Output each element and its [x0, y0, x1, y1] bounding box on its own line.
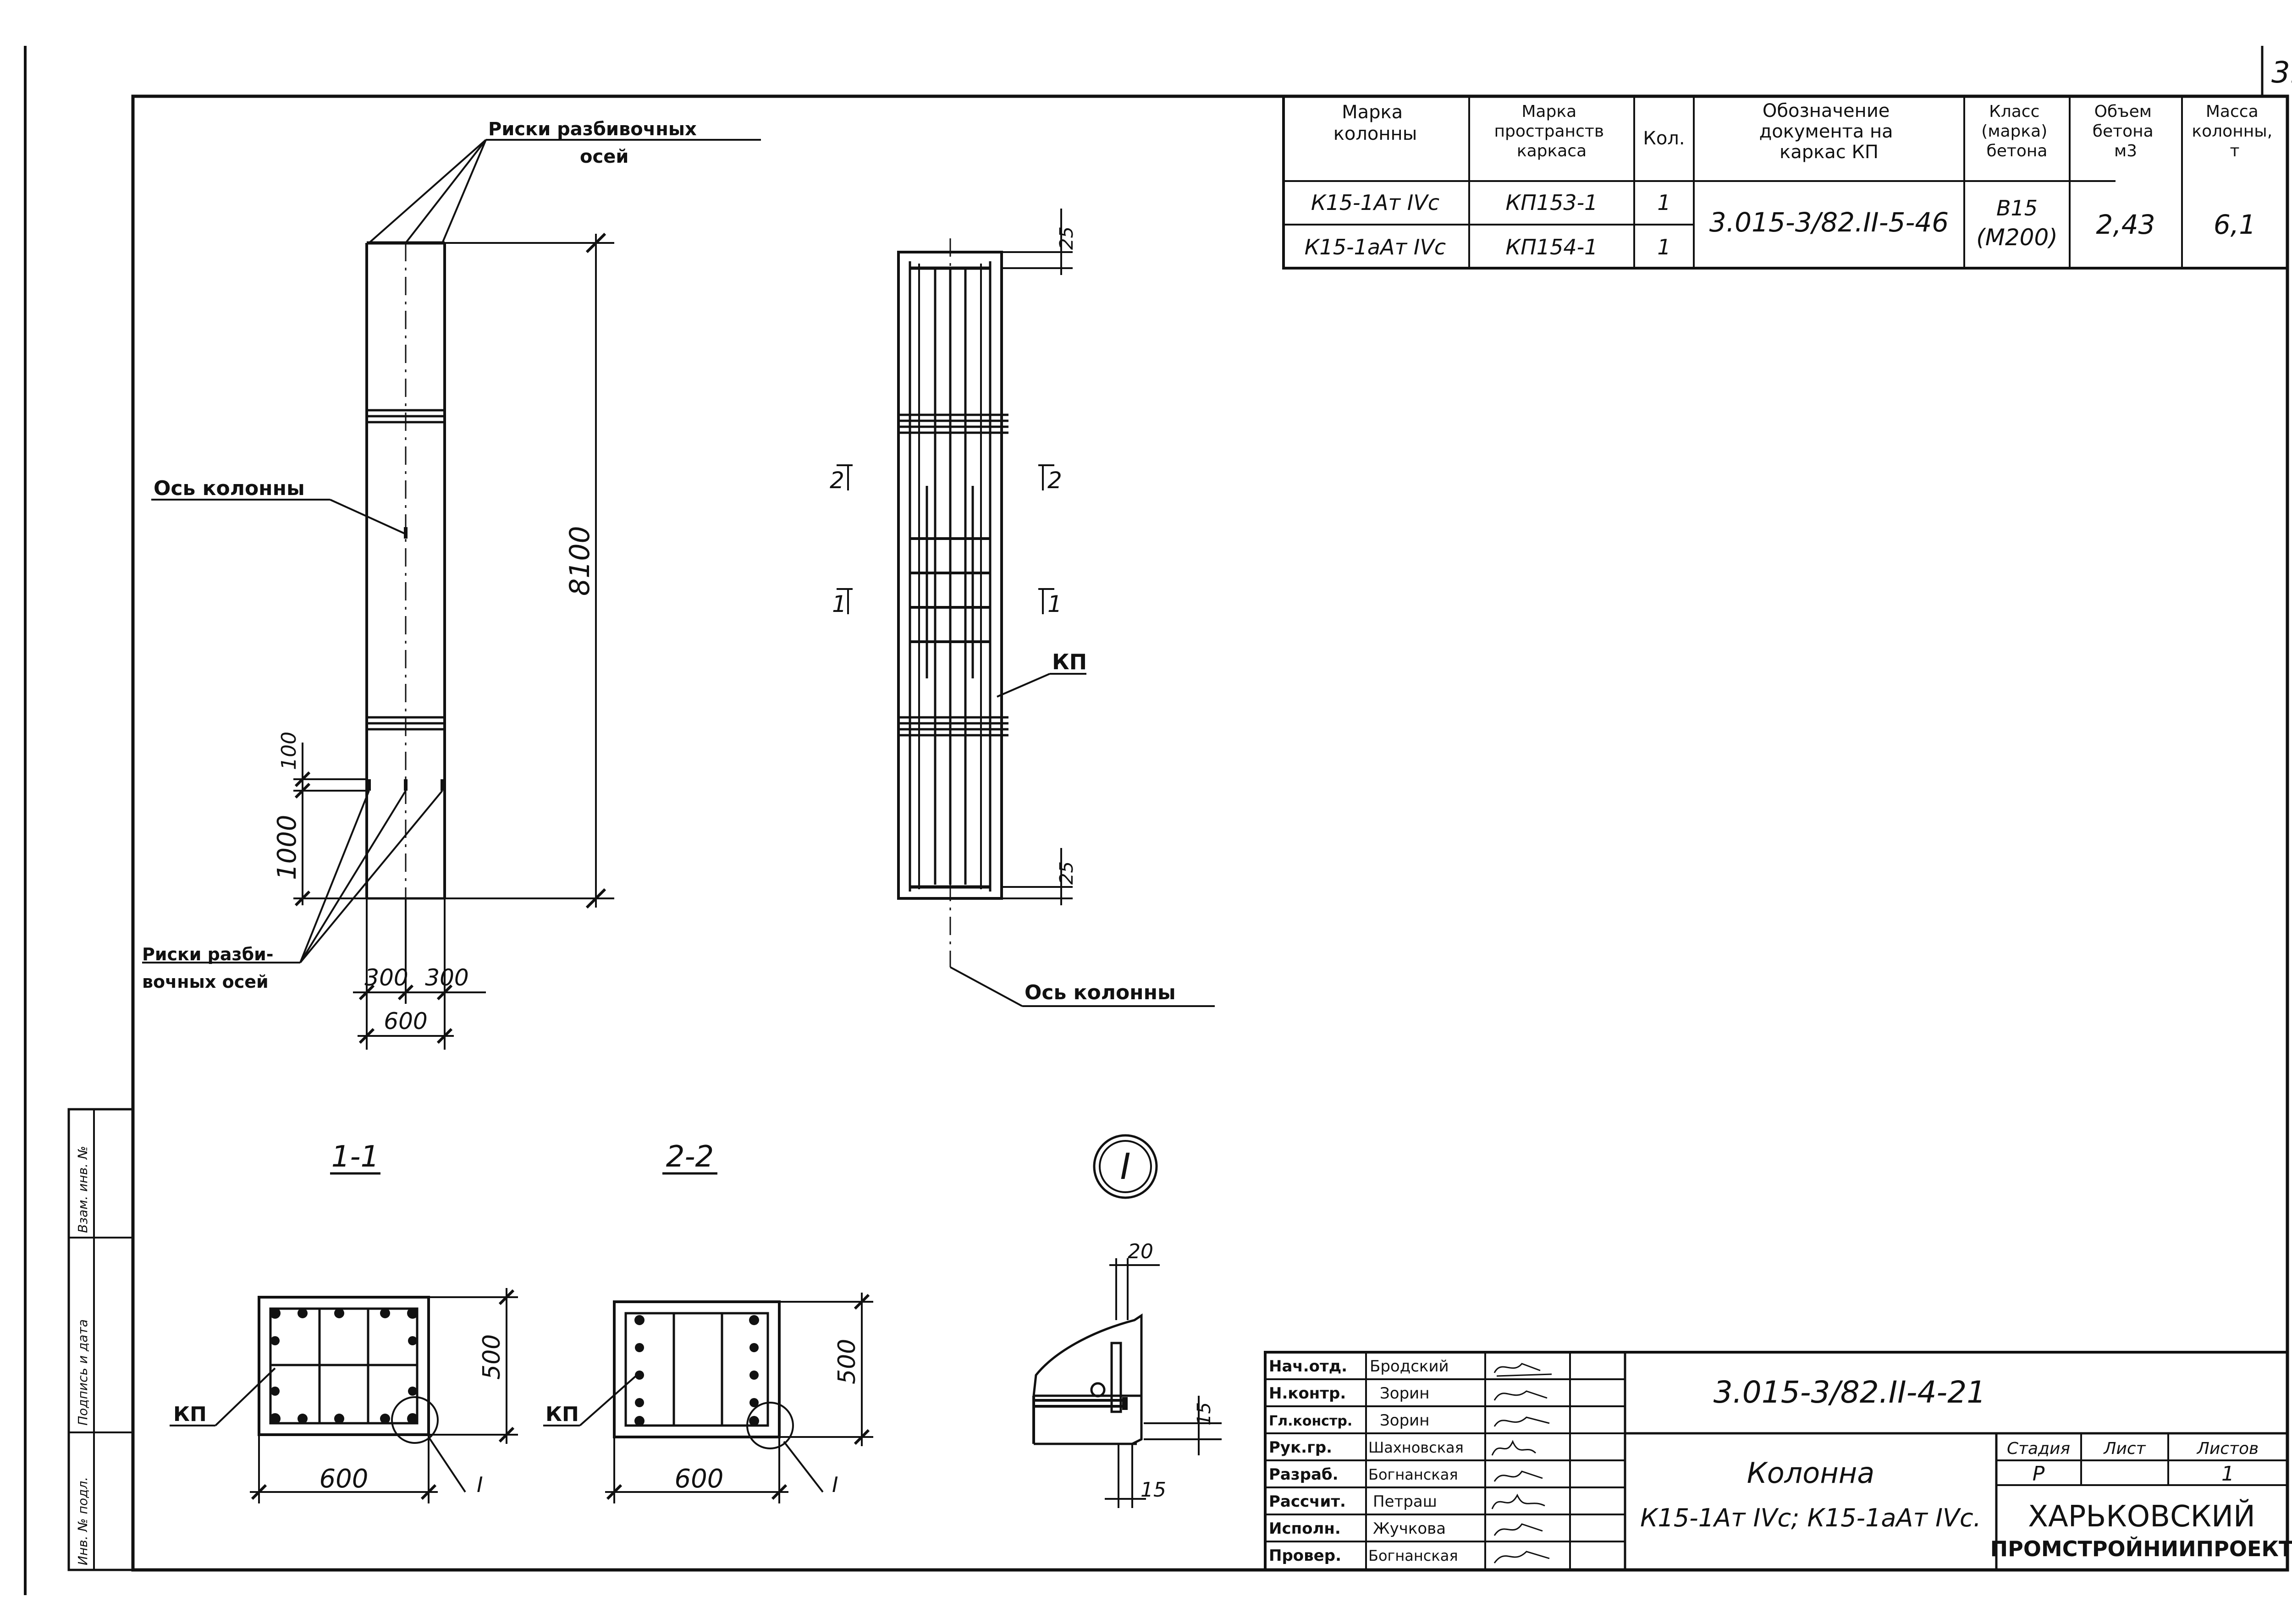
cell-concrete-class: В15 — [1996, 196, 2038, 220]
dim-total-height: 8100 — [564, 526, 596, 596]
cut2-left: 2 — [830, 467, 844, 494]
hdr-concrete-class: Класс (марка) бетона — [1981, 102, 2052, 160]
name-calculated: Петраш — [1373, 1492, 1437, 1511]
elevation-axis-label: Ось колонны — [154, 477, 305, 500]
section-2-2: 2-2 500 600 КП I — [543, 1140, 873, 1503]
doc-code: 3.015-3/82.II-4-21 — [1713, 1375, 1986, 1410]
cell-volume: 2,43 — [2096, 209, 2155, 240]
sheets-label: Листов — [2196, 1439, 2259, 1458]
hdr-concrete-volume: Объем бетона м3 — [2093, 102, 2159, 160]
detail-dim-top: 20 — [1128, 1240, 1153, 1263]
name-group-lead: Шахновская — [1368, 1439, 1464, 1456]
frame-view: 2 2 1 1 25 25 КП Ось колонны — [830, 209, 1215, 1007]
section-1-width: 600 — [320, 1464, 369, 1494]
role-norm-control: Н.контр. — [1269, 1384, 1346, 1403]
role-group-lead: Рук.гр. — [1269, 1438, 1332, 1457]
org-name-2: ПРОМСТРОЙНИИПРОЕКТ — [1990, 1536, 2292, 1561]
stage-value: Р — [2033, 1462, 2045, 1486]
row2-frame: КП154-1 — [1506, 235, 1598, 259]
section-1-kp: КП — [173, 1403, 207, 1426]
hdr-column-mass: Масса колонны, т — [2192, 102, 2277, 160]
name-norm-control: Зорин — [1380, 1384, 1430, 1403]
frame-kp-label: КП — [1052, 650, 1087, 674]
frame-axis-label: Ось колонны — [1025, 981, 1176, 1004]
page-number: 31 — [2271, 56, 2292, 90]
role-developed: Разраб. — [1269, 1465, 1339, 1484]
org-name-1: ХАРЬКОВСКИЙ — [2028, 1499, 2255, 1534]
section-1-title: 1-1 — [331, 1140, 380, 1174]
section-2-detail-ref: I — [832, 1472, 838, 1497]
detail-dim-bottom: 15 — [1140, 1478, 1166, 1502]
stamp-signature-date: Подпись и дата — [75, 1319, 90, 1426]
section-2-width: 600 — [675, 1464, 724, 1494]
row1-qty: 1 — [1657, 190, 1670, 215]
name-head: Бродский — [1370, 1357, 1449, 1376]
section-1-1: 1-1 500 600 КП I — [170, 1140, 518, 1503]
stamp-orig-inv: Инв. № подл. — [75, 1477, 90, 1565]
section-1-detail-ref: I — [477, 1472, 483, 1497]
cell-document: 3.015-3/82.II-5-46 — [1709, 207, 1949, 238]
sheet-border: 31 — [24, 46, 2292, 1595]
top-marks-label-2: осей — [580, 146, 628, 167]
role-checked: Провер. — [1269, 1547, 1341, 1565]
dim-top-25: 25 — [1056, 226, 1077, 250]
dim-100: 100 — [277, 732, 301, 770]
spec-table: Марка колонны Марка пространств каркаса … — [1282, 95, 2289, 270]
detail-dim-side: 15 — [1194, 1402, 1215, 1426]
row1-mark: К15-1Ат IVс — [1311, 190, 1439, 215]
stamp-replace-inv: Взам. инв. № — [75, 1146, 90, 1233]
side-stamp: Взам. инв. № Подпись и дата Инв. № подл. — [67, 1108, 134, 1571]
dim-1000: 1000 — [272, 815, 302, 880]
sheet-label: Лист — [2103, 1439, 2146, 1458]
cell-concrete-grade: (М200) — [1976, 224, 2058, 251]
hdr-column-mark: Марка колонны — [1333, 102, 1417, 144]
row2-qty: 1 — [1657, 235, 1670, 259]
name-developed: Богнанская — [1368, 1466, 1458, 1483]
dim-bottom-25: 25 — [1056, 861, 1077, 885]
name-checked: Богнанская — [1368, 1547, 1458, 1564]
detail-marker: I — [1120, 1146, 1130, 1188]
hdr-document: Обозначение документа на каркас КП — [1759, 100, 1899, 163]
section-2-title: 2-2 — [666, 1140, 714, 1174]
role-calculated: Рассчит. — [1269, 1492, 1346, 1511]
row1-frame: КП153-1 — [1506, 190, 1598, 215]
section-1-height: 500 — [478, 1334, 506, 1380]
hdr-frame-mark: Марка пространств каркаса — [1494, 102, 1609, 160]
dim-width: 600 — [384, 1008, 427, 1035]
section-2-kp: КП — [545, 1403, 579, 1426]
cut2-right: 2 — [1047, 467, 1062, 494]
title-block: Нач.отд. Н.контр. Гл.констр. Рук.гр. Раз… — [1264, 1351, 2292, 1571]
name-chief-engineer: Зорин — [1380, 1411, 1430, 1430]
role-head: Нач.отд. — [1269, 1357, 1347, 1376]
bottom-marks-label: Риски разби- — [142, 944, 274, 964]
hdr-qty: Кол. — [1643, 128, 1685, 149]
cell-mass: 6,1 — [2214, 209, 2256, 240]
cut1-left: 1 — [832, 591, 847, 617]
bottom-marks-label-2: вочных осей — [142, 972, 269, 992]
stage-label: Стадия — [2007, 1439, 2070, 1458]
dim-half-left: 300 — [364, 964, 408, 991]
role-performed: Исполн. — [1269, 1519, 1341, 1538]
cut1-right: 1 — [1047, 591, 1062, 617]
drawing-subtitle: К15-1Ат IVс; К15-1аАт IVс. — [1640, 1503, 1981, 1532]
section-2-height: 500 — [833, 1339, 861, 1384]
sheets-total: 1 — [2221, 1462, 2234, 1486]
dim-half-right: 300 — [425, 964, 468, 991]
top-marks-label: Риски разбивочных — [488, 119, 697, 140]
signatures — [1491, 1363, 1552, 1563]
name-performed: Жучкова — [1373, 1519, 1446, 1538]
row2-mark: К15-1аАт IVс — [1305, 235, 1446, 259]
detail-i: I 20 15 15 — [1032, 1134, 1222, 1508]
drawing-title: Колонна — [1747, 1456, 1875, 1490]
column-elevation: Риски разбивочных осей Ось колонны Риски… — [142, 119, 761, 1050]
role-chief-engineer: Гл.констр. — [1269, 1413, 1352, 1429]
